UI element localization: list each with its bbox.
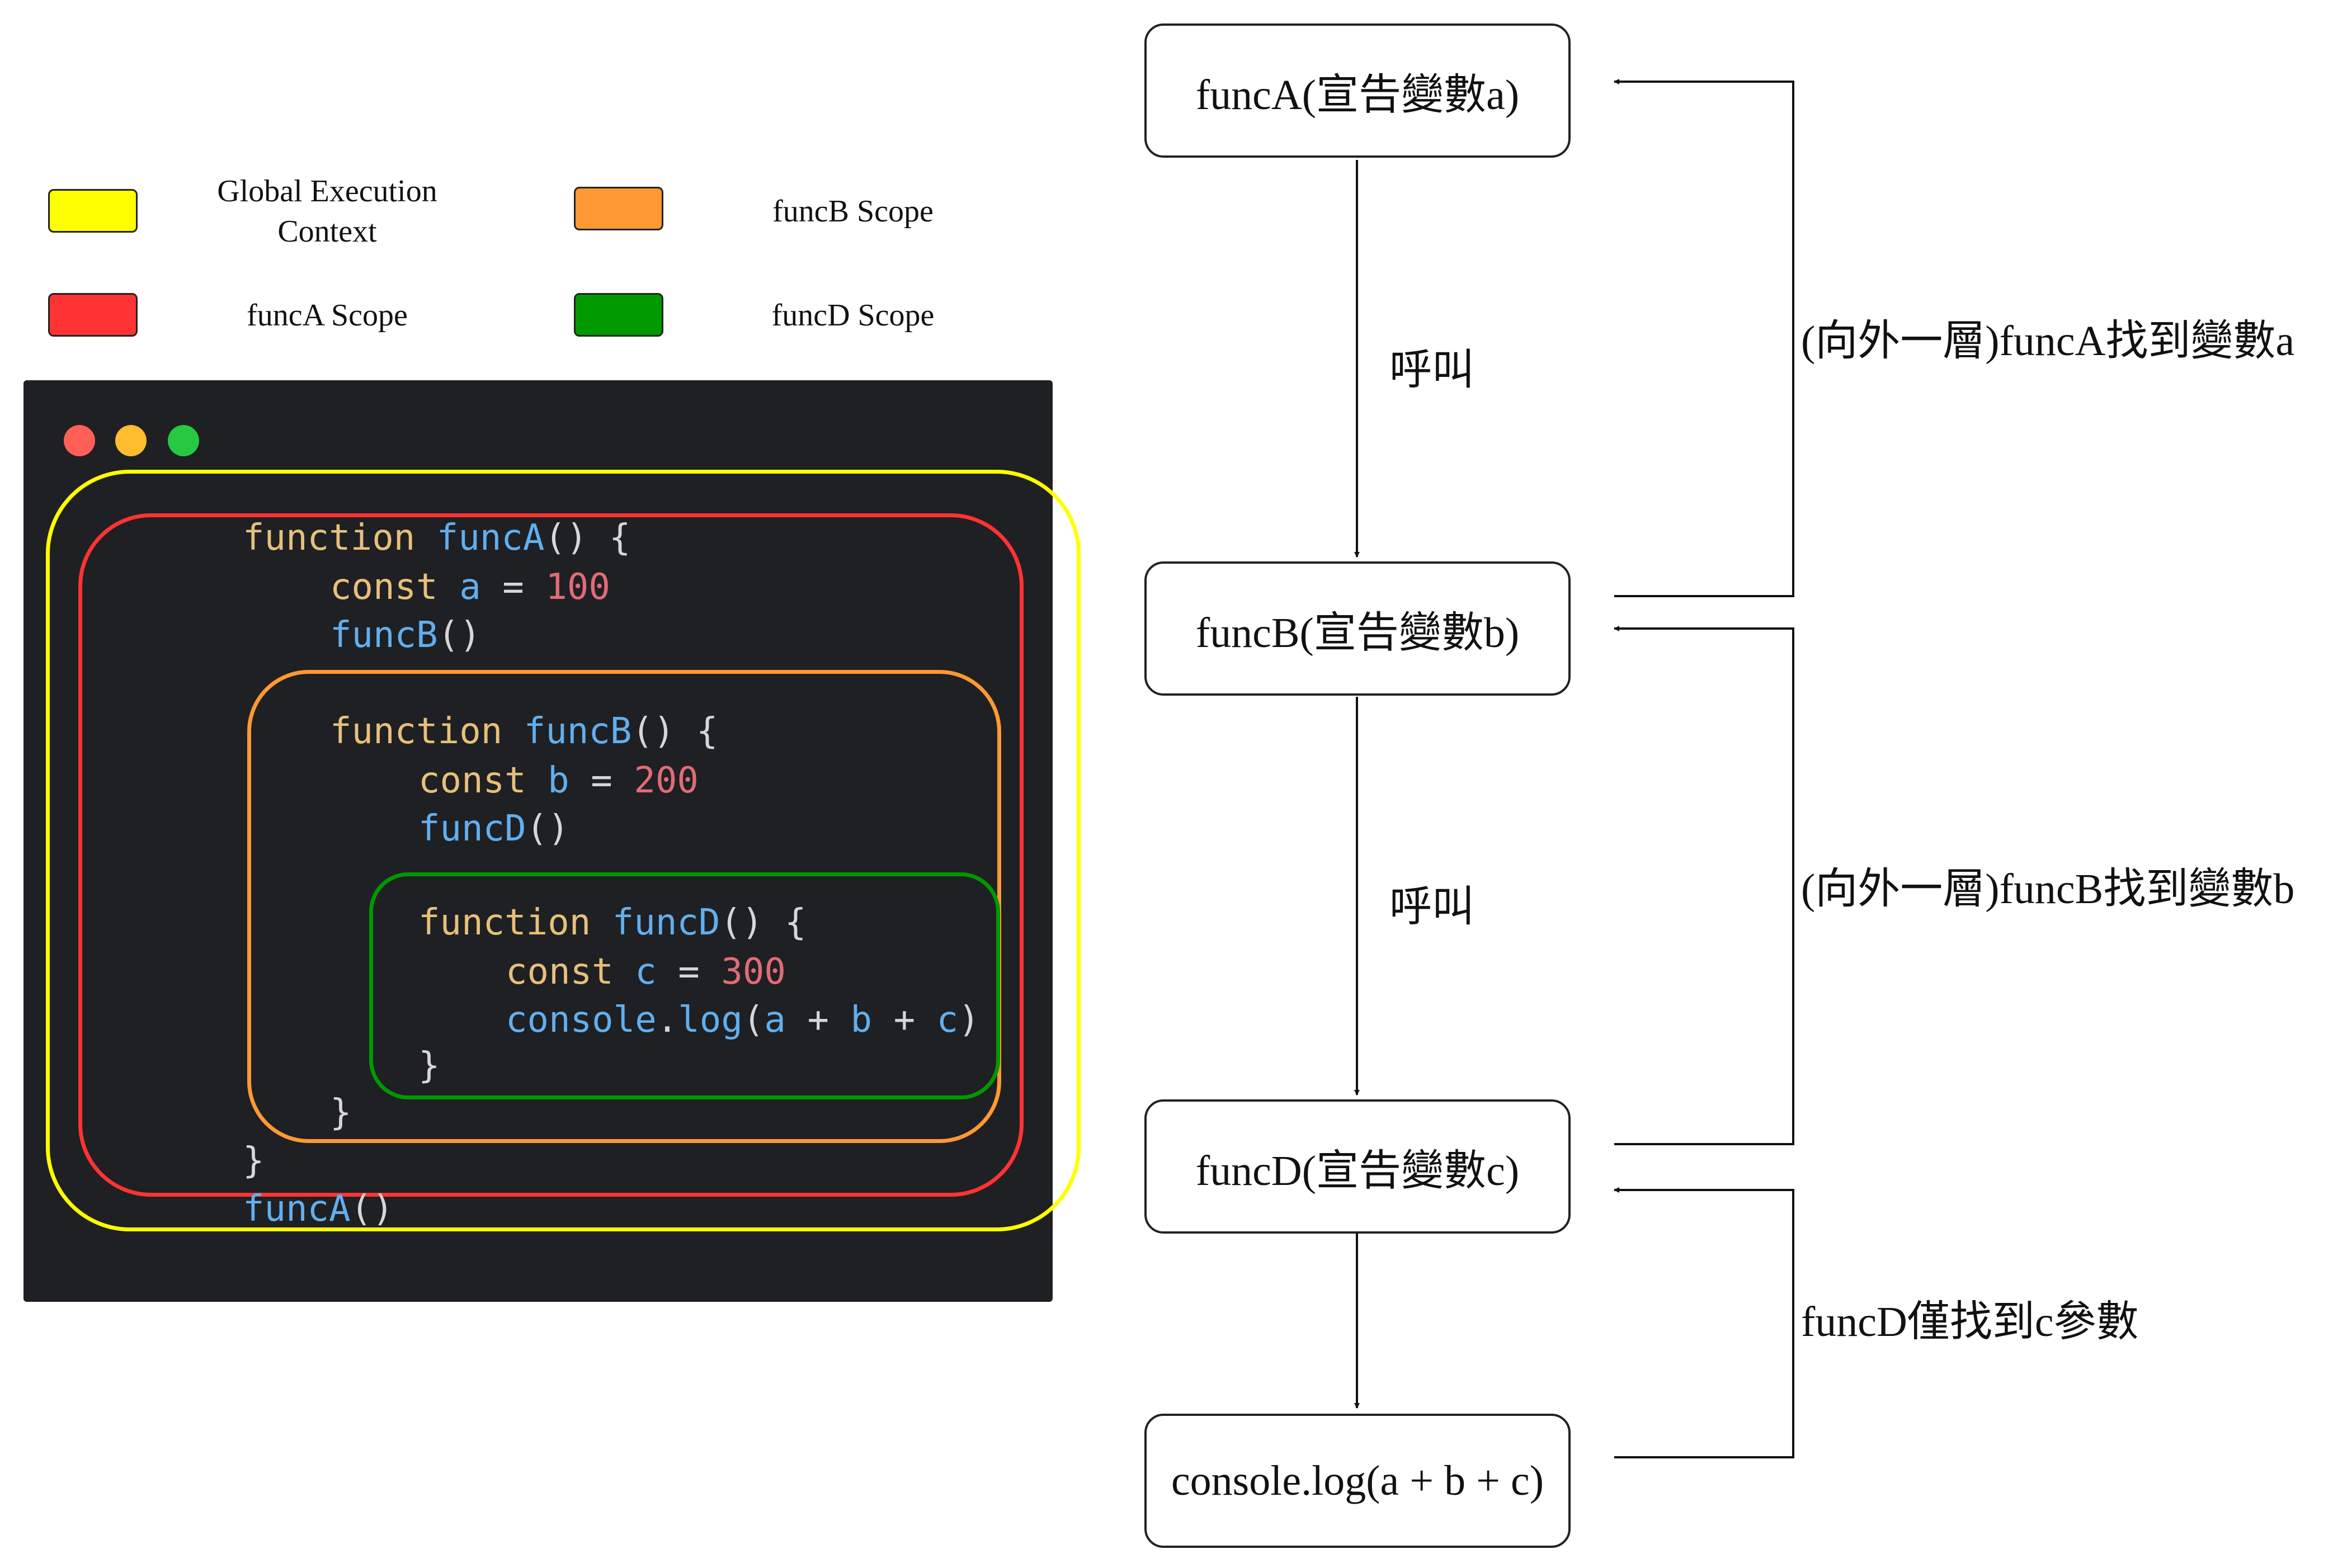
code-token: =	[569, 760, 634, 801]
code-token: () {	[720, 902, 807, 943]
code-token: }	[418, 1045, 440, 1087]
code-line: funcA()	[243, 1187, 394, 1231]
scope-box-funcd	[369, 872, 1000, 1099]
flow-node-console: console.log(a + b + c)	[1144, 1414, 1571, 1548]
lookup-arrow-b-to-a	[1614, 79, 1794, 597]
code-token: const	[418, 760, 548, 801]
code-token: ()	[437, 615, 481, 656]
code-token: console	[506, 999, 657, 1041]
code-token: ()	[526, 808, 569, 849]
code-token: .	[656, 999, 678, 1041]
code-token: funcD	[612, 902, 720, 943]
code-line: function funcB() {	[330, 709, 718, 754]
lookup-label-funcb: (向外一層)funcB找到變數b	[1801, 866, 2295, 913]
code-token: function	[418, 902, 612, 943]
code-token: () {	[631, 711, 718, 752]
lookup-label-funca: (向外一層)funcA找到變數a	[1801, 318, 2295, 365]
code-token: +	[872, 999, 937, 1041]
legend-label-funca: funcA Scope	[247, 298, 408, 333]
code-token: 200	[634, 760, 699, 801]
code-token: funcB	[330, 615, 438, 656]
code-line: const a = 100	[330, 565, 610, 610]
code-token: }	[243, 1140, 265, 1182]
code-token: c	[936, 999, 959, 1041]
window-maximize-dot	[168, 425, 199, 456]
code-token: =	[480, 566, 546, 608]
code-line: const b = 200	[418, 758, 699, 803]
code-token: )	[958, 999, 980, 1041]
code-token: function	[243, 517, 437, 559]
scope-box-global	[46, 470, 1081, 1231]
code-token: b	[548, 760, 569, 801]
code-token: c	[635, 951, 657, 993]
code-line: const c = 300	[506, 950, 786, 994]
code-line: funcB()	[330, 613, 481, 658]
code-token: const	[330, 566, 460, 608]
legend-swatch-funcb	[574, 187, 663, 230]
code-token: a	[459, 566, 481, 608]
legend-label-global: Global Execution Context	[217, 174, 437, 249]
lookup-arrow-console-to-d	[1614, 1187, 1794, 1458]
lookup-label-funcd: funcD僅找到c參數	[1801, 1298, 2139, 1345]
code-token: funcB	[524, 711, 632, 752]
lookup-arrow-d-to-b	[1614, 626, 1794, 1145]
legend-label-funcd: funcD Scope	[771, 298, 935, 333]
call-label-a-to-b: 呼叫	[1389, 347, 1474, 394]
flow-node-funcd: funcD(宣告變數c)	[1144, 1099, 1571, 1234]
code-token: ()	[350, 1188, 394, 1230]
code-line: }	[243, 1139, 265, 1183]
code-token: +	[785, 999, 851, 1041]
code-token: log	[678, 999, 743, 1041]
flow-node-funcb: funcB(宣告變數b)	[1144, 561, 1571, 696]
code-token: const	[506, 951, 635, 993]
legend-swatch-funca	[48, 293, 138, 337]
code-line: }	[330, 1090, 352, 1135]
code-line: funcD()	[418, 806, 569, 851]
code-token: 100	[545, 566, 610, 608]
code-token: a	[764, 999, 786, 1041]
code-token: funcA	[243, 1188, 351, 1230]
code-token: () {	[544, 517, 631, 559]
code-token: function	[330, 711, 524, 752]
legend-label-funcb: funcB Scope	[772, 194, 934, 229]
code-line: }	[418, 1043, 440, 1088]
code-line: console.log(a + b + c)	[506, 998, 980, 1042]
legend-swatch-global	[48, 189, 138, 233]
code-token: 300	[721, 951, 786, 993]
code-token: }	[330, 1092, 352, 1134]
window-close-dot	[64, 425, 95, 456]
scope-box-funca	[78, 513, 1024, 1197]
code-token: funcD	[418, 808, 526, 849]
legend-swatch-funcd	[574, 293, 663, 337]
code-token: =	[656, 951, 722, 993]
code-token: funcA	[436, 517, 545, 559]
code-token: (	[742, 999, 765, 1041]
window-minimize-dot	[115, 425, 147, 456]
code-line: function funcD() {	[418, 900, 807, 945]
code-line: function funcA() {	[243, 516, 631, 560]
flow-node-funca: funcA(宣告變數a)	[1144, 23, 1571, 158]
code-token: b	[850, 999, 873, 1041]
call-label-b-to-d: 呼叫	[1389, 884, 1474, 931]
